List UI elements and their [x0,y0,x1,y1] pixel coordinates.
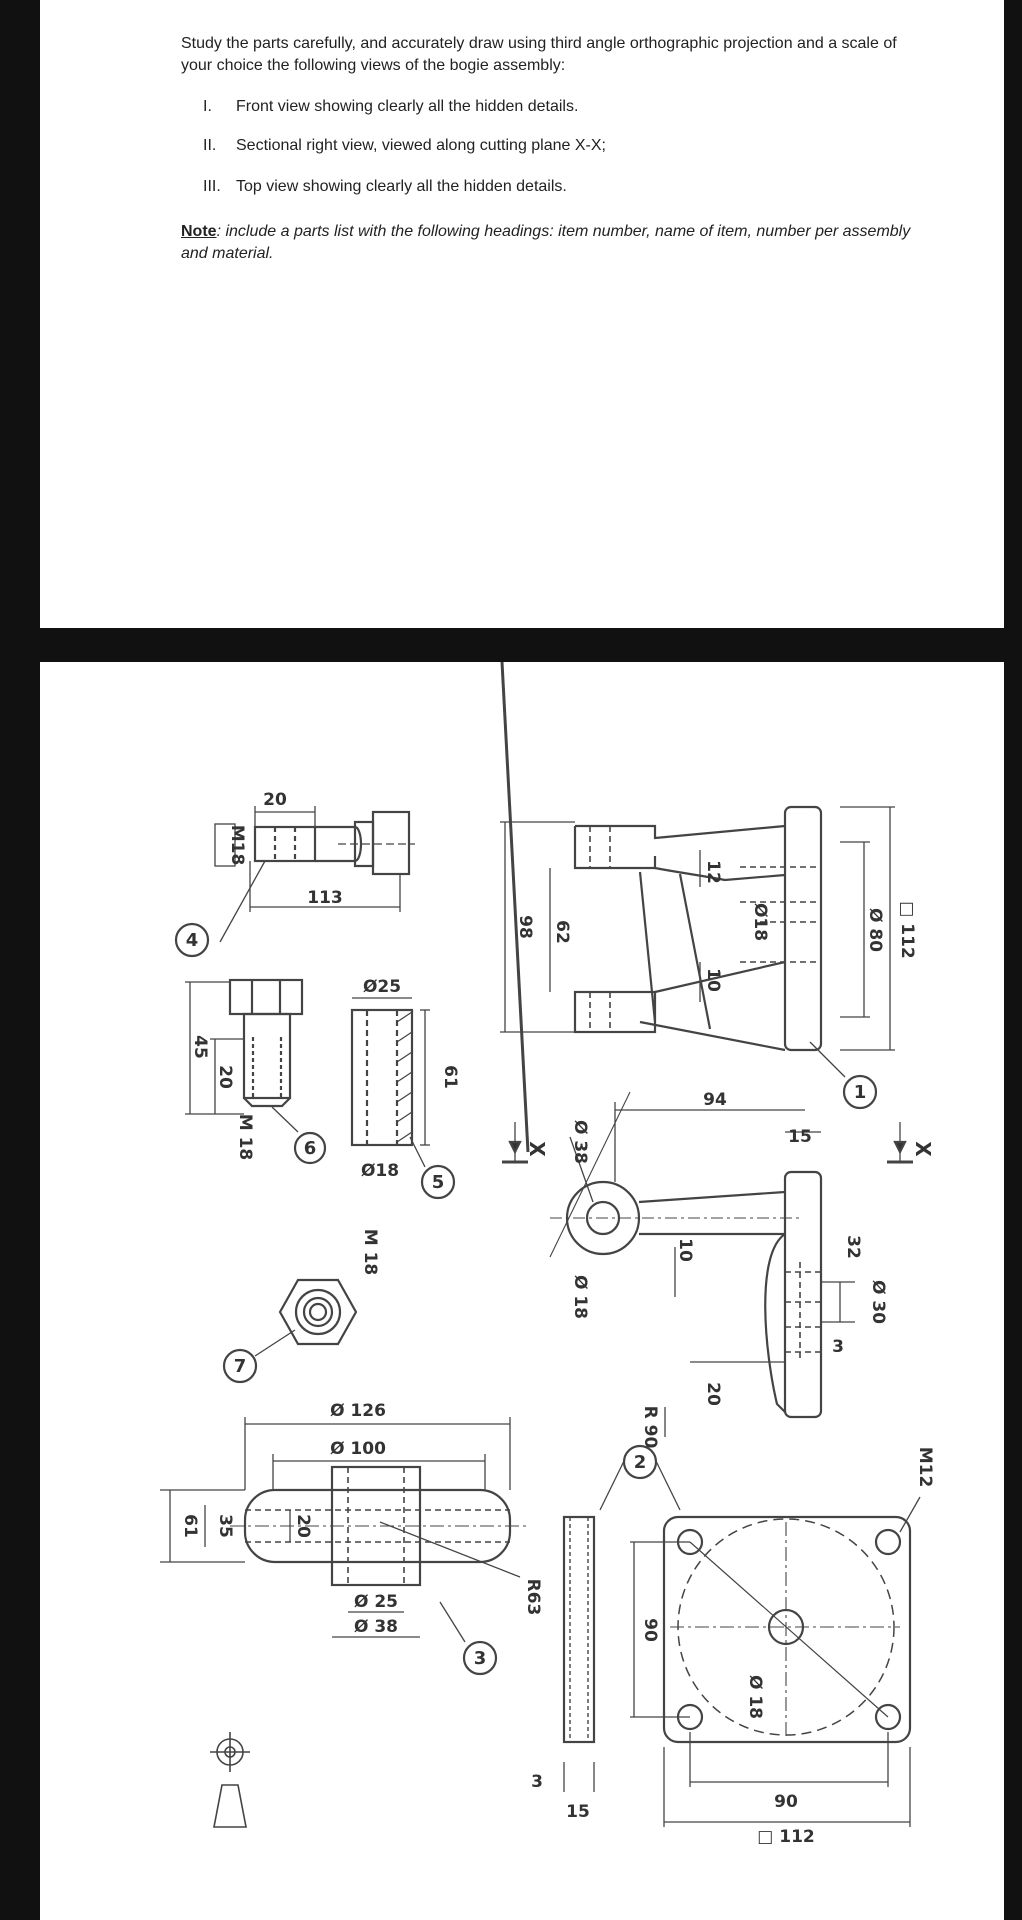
dim-94: 94 [703,1090,727,1110]
dim-m18-c: M 18 [360,1229,380,1276]
dim-35: 35 [215,1514,235,1538]
part-5-bush [350,1008,414,1147]
instruction-page: Study the parts carefully, and accuratel… [40,0,1004,628]
part-number-2: 2 [634,1452,647,1473]
wheel-side-icon [210,1732,250,1828]
dim-113: 113 [307,888,343,908]
part-number-6: 6 [304,1138,317,1159]
dim-15-a: 15 [788,1127,812,1147]
dim-3-a: 3 [832,1337,844,1357]
instructions-intro: Study the parts carefully, and accuratel… [181,35,897,74]
dim-62: 62 [552,920,572,944]
parts-list-note: Note: include a parts list with the foll… [181,223,911,262]
part-4-pin [253,810,415,876]
dim-90-a: 90 [640,1618,660,1642]
dim-sq112-b: □ 112 [757,1827,814,1847]
dim-phi38-a: Ø 38 [570,1120,590,1164]
dim-10-a: 10 [703,968,723,992]
dim-10-b: 10 [675,1238,695,1262]
section-label-x-right: X [911,1141,935,1157]
dim-phi18-b: Ø18 [750,903,770,941]
dim-20-c: 20 [703,1382,723,1406]
part-1-bracket-front [550,1170,823,1419]
instructions-block: Study the parts carefully, and accuratel… [181,33,921,262]
dim-90-b: 90 [774,1792,798,1812]
dim-sq112-a: □ 112 [897,901,917,958]
part-number-4: 4 [186,930,199,951]
dim-phi25-a: Ø25 [363,977,401,997]
part-number-1: 1 [854,1082,867,1103]
part-6-bolt [228,978,304,1108]
section-label-x-left: X [525,1141,549,1157]
dim-61-a: 61 [440,1065,460,1089]
part-number-3: 3 [474,1648,487,1669]
part-1-bracket-top [573,805,823,1052]
dim-m18-a: M18 [227,825,247,866]
bogie-assembly-drawing: 1 2 3 4 5 6 7 20 M18 113 Ø25 45 20 M 18 … [160,662,935,1847]
dim-phi126: Ø 126 [330,1401,386,1421]
dim-r63: R63 [523,1579,543,1616]
dim-phi30: Ø 30 [868,1280,888,1324]
dim-phi38-b: Ø 38 [354,1617,398,1637]
part-7-nut [278,1278,358,1346]
dim-phi18-d: Ø 18 [745,1675,765,1719]
dim-3-b: 3 [531,1772,543,1792]
dim-phi18-a: Ø18 [361,1161,399,1181]
part-2-plate [562,1515,912,1744]
dim-20-b: 20 [215,1065,235,1089]
dim-m12: M12 [915,1447,935,1488]
part-number-7: 7 [234,1356,247,1377]
dim-20-d: 20 [293,1514,313,1538]
dim-phi100: Ø 100 [330,1439,386,1459]
dim-m18-b: M 18 [235,1114,255,1161]
part-3-wheel [230,1465,530,1587]
dim-45: 45 [190,1035,210,1059]
dim-61-b: 61 [180,1514,200,1538]
dim-20-top: 20 [263,790,287,810]
dim-98: 98 [515,915,535,939]
dim-phi25-b: Ø 25 [354,1592,398,1612]
part-number-5: 5 [432,1172,445,1193]
dim-phi80: Ø 80 [865,908,885,952]
dim-32: 32 [843,1235,863,1259]
dim-r90: R 90 [640,1406,660,1449]
dim-12: 12 [703,860,723,884]
drawing-page: 1 2 3 4 5 6 7 20 M18 113 Ø25 45 20 M 18 … [40,662,1004,1920]
dim-15-b: 15 [566,1802,590,1822]
dim-phi18-c: Ø 18 [570,1275,590,1319]
